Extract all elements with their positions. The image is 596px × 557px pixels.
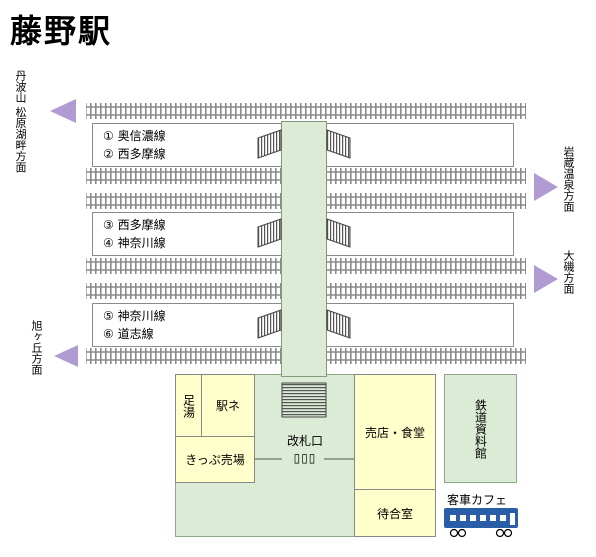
track-1 xyxy=(86,103,526,119)
waiting-room: 待合室 xyxy=(354,489,436,537)
kiosk-restaurant: 売店・食堂 xyxy=(354,374,436,490)
platform-track-label: ③ 西多摩線 xyxy=(103,218,166,232)
train-cafe-label: 客車カフェ xyxy=(447,493,508,507)
arrow-right-iwakura xyxy=(534,173,558,201)
arrow-left-asahigaoka xyxy=(54,345,78,367)
platform-track-label: ④ 神奈川線 xyxy=(103,236,166,250)
ticket-gate-label: 改札口 xyxy=(286,434,323,448)
platform-track-label: ① 奥信濃線 xyxy=(103,129,166,143)
arrow-left-tanbayama xyxy=(50,99,76,123)
destination-oiso-label: 大磯方面 xyxy=(562,250,575,294)
platform-track-label: ⑤ 神奈川線 xyxy=(103,309,166,323)
platform-track-label: ⑥ 道志線 xyxy=(103,327,154,341)
destination-iwakura-label: 岩蔵温泉方面 xyxy=(562,146,575,212)
train-car-icon xyxy=(444,508,518,538)
page-title: 藤野駅 xyxy=(10,12,113,50)
ekine-shop: 駅ネ xyxy=(201,374,255,437)
destination-asahigaoka-label: 旭ヶ丘方面 xyxy=(30,320,43,375)
railway-museum: 鉄道資料館 xyxy=(444,374,517,483)
ticket-gate-machines: ▯▯▯ xyxy=(293,451,317,465)
ashiyu-foot-bath: 足湯 xyxy=(175,374,202,437)
destination-tanbayama-label: 丹波山 松原湖畔方面 xyxy=(14,70,27,173)
ticket-counter: きっぷ売場 xyxy=(175,436,255,483)
arrow-right-oiso xyxy=(534,265,558,293)
overpass-bridge xyxy=(281,121,327,377)
platform-track-label: ② 西多摩線 xyxy=(103,147,166,161)
